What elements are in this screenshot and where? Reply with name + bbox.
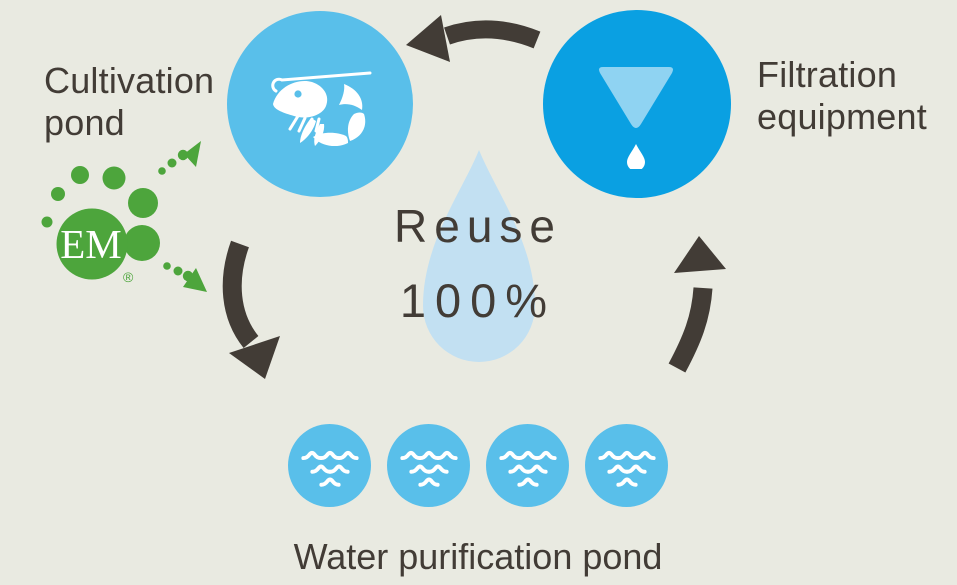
reuse-text: Reuse (394, 200, 562, 252)
arrow-cultivation-to-purification (222, 240, 280, 379)
cultivation-pond-node (227, 11, 413, 197)
filtration-equipment-node (543, 10, 731, 198)
reuse-percentage: 100% (399, 274, 557, 327)
water-drop-icon (423, 150, 535, 362)
purification-pond-circle (387, 424, 470, 507)
waves-icon (399, 450, 458, 487)
cultivation-label-line2: pond (44, 102, 125, 144)
waves-icon (300, 450, 359, 487)
cultivation-pond-label: Cultivation pond (44, 60, 214, 145)
waves-icon (597, 450, 656, 487)
filtration-label-line1: Filtration (757, 54, 898, 95)
filtration-equipment-label: Filtration equipment (757, 54, 927, 139)
waves-icon (498, 450, 557, 487)
purification-pond-circle (585, 424, 668, 507)
purification-pond-row (288, 424, 668, 507)
funnel-drop-icon (599, 67, 673, 169)
em-registered-mark: ® (123, 269, 134, 285)
purification-pond-label: Water purification pond (293, 536, 663, 577)
purification-pond-circle (486, 424, 569, 507)
shrimp-icon (271, 71, 372, 146)
arrow-filtration-to-cultivation (406, 15, 541, 62)
em-dots-logo: EM ® (41, 141, 207, 292)
filtration-label-line2: equipment (757, 96, 927, 138)
em-logo-text: EM (60, 221, 122, 267)
arrow-purification-to-filtration (668, 236, 726, 373)
purification-pond-circle (288, 424, 371, 507)
cultivation-label-line1: Cultivation (44, 60, 215, 101)
